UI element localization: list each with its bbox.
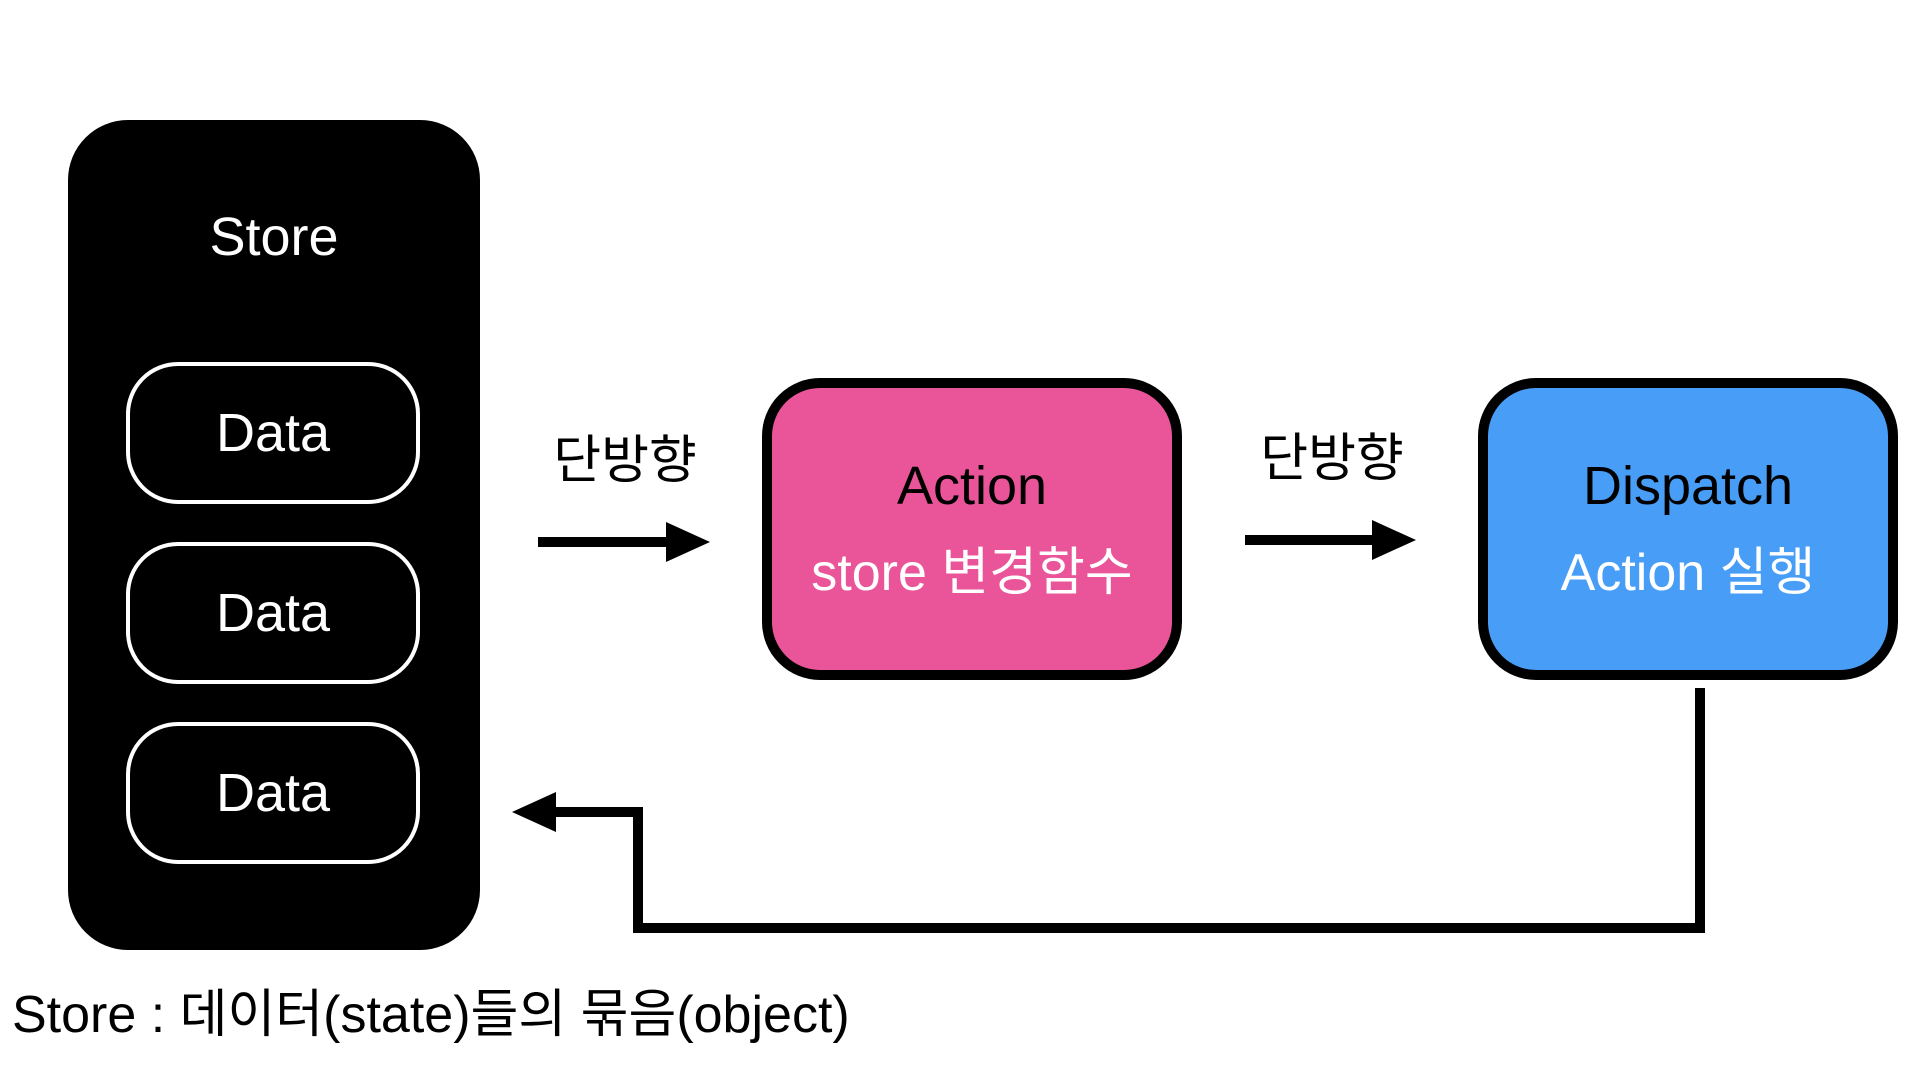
arrow-action-to-dispatch (1245, 520, 1416, 560)
data-item: Data (126, 542, 420, 684)
data-item-label: Data (215, 763, 331, 823)
caption: Store : 데이터(state)들의 묶음(object) (12, 986, 850, 1044)
arrow-dispatch-to-store (512, 688, 1705, 933)
action-subtitle: store 변경함수 (811, 544, 1133, 602)
direction-label: 단방향 (553, 432, 697, 490)
dispatch-title: Dispatch (1582, 456, 1794, 516)
data-item-label: Data (215, 403, 331, 463)
data-item: Data (126, 362, 420, 504)
dispatch-subtitle: Action 실행 (1560, 544, 1816, 602)
action-box: Action store 변경함수 (762, 378, 1182, 680)
data-item: Data (126, 722, 420, 864)
store-title: Store (209, 207, 339, 267)
arrow-store-to-action (538, 522, 710, 562)
direction-label: 단방향 (1260, 430, 1404, 488)
action-title: Action (896, 456, 1048, 516)
data-item-label: Data (215, 583, 331, 643)
dispatch-box: Dispatch Action 실행 (1478, 378, 1898, 680)
